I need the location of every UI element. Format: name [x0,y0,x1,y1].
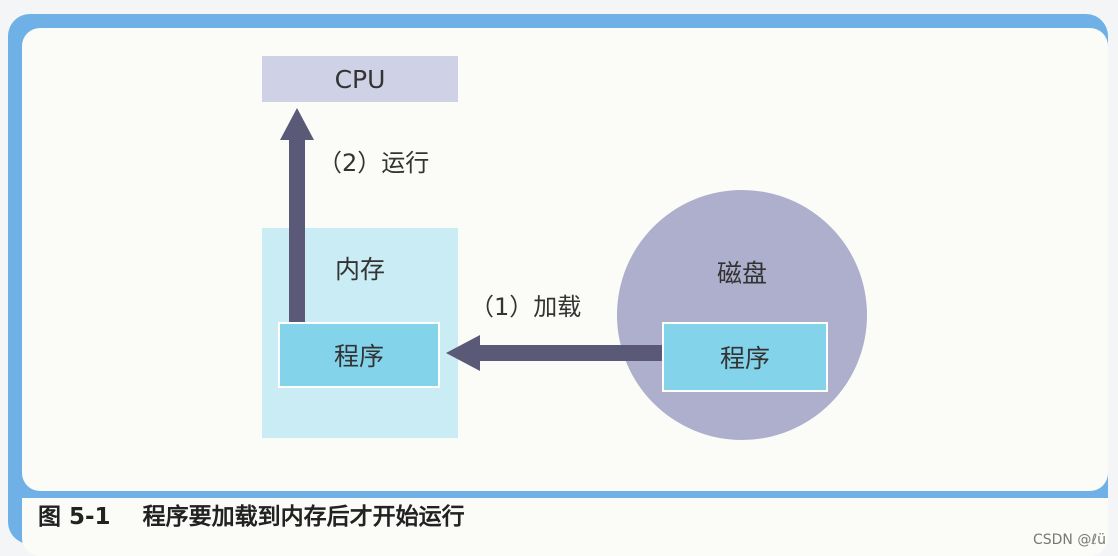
load-arrow-head [446,335,480,371]
step-load-label: （1）加载 [470,293,582,321]
program-in-memory-box: 程序 [278,322,440,388]
figure-caption-text: 程序要加载到内存后才开始运行 [142,504,465,530]
cpu-box: CPU [262,56,458,102]
load-arrow [446,335,662,371]
load-arrow-shaft [478,345,662,361]
step-run-label: （2）运行 [318,149,430,177]
diagram-panel [22,28,1108,491]
program-in-memory-label: 程序 [333,342,384,371]
disk-circle: 磁盘 [617,190,867,440]
figure-number: 图 5-1 [38,504,111,530]
caption-bar [22,498,1108,556]
program-on-disk-box: 程序 [662,322,828,392]
program-on-disk-label: 程序 [719,344,770,373]
watermark: CSDN @ℓü [1032,532,1106,548]
run-arrow-shaft [289,136,305,322]
figure-caption: 图 5-1 程序要加载到内存后才开始运行 [38,497,465,531]
disk-label: 磁盘 [716,259,767,288]
run-arrow [280,108,314,322]
cpu-label: CPU [334,64,386,94]
memory-label: 内存 [334,255,385,284]
run-arrow-head [280,108,314,140]
figure-frame [8,14,1108,556]
